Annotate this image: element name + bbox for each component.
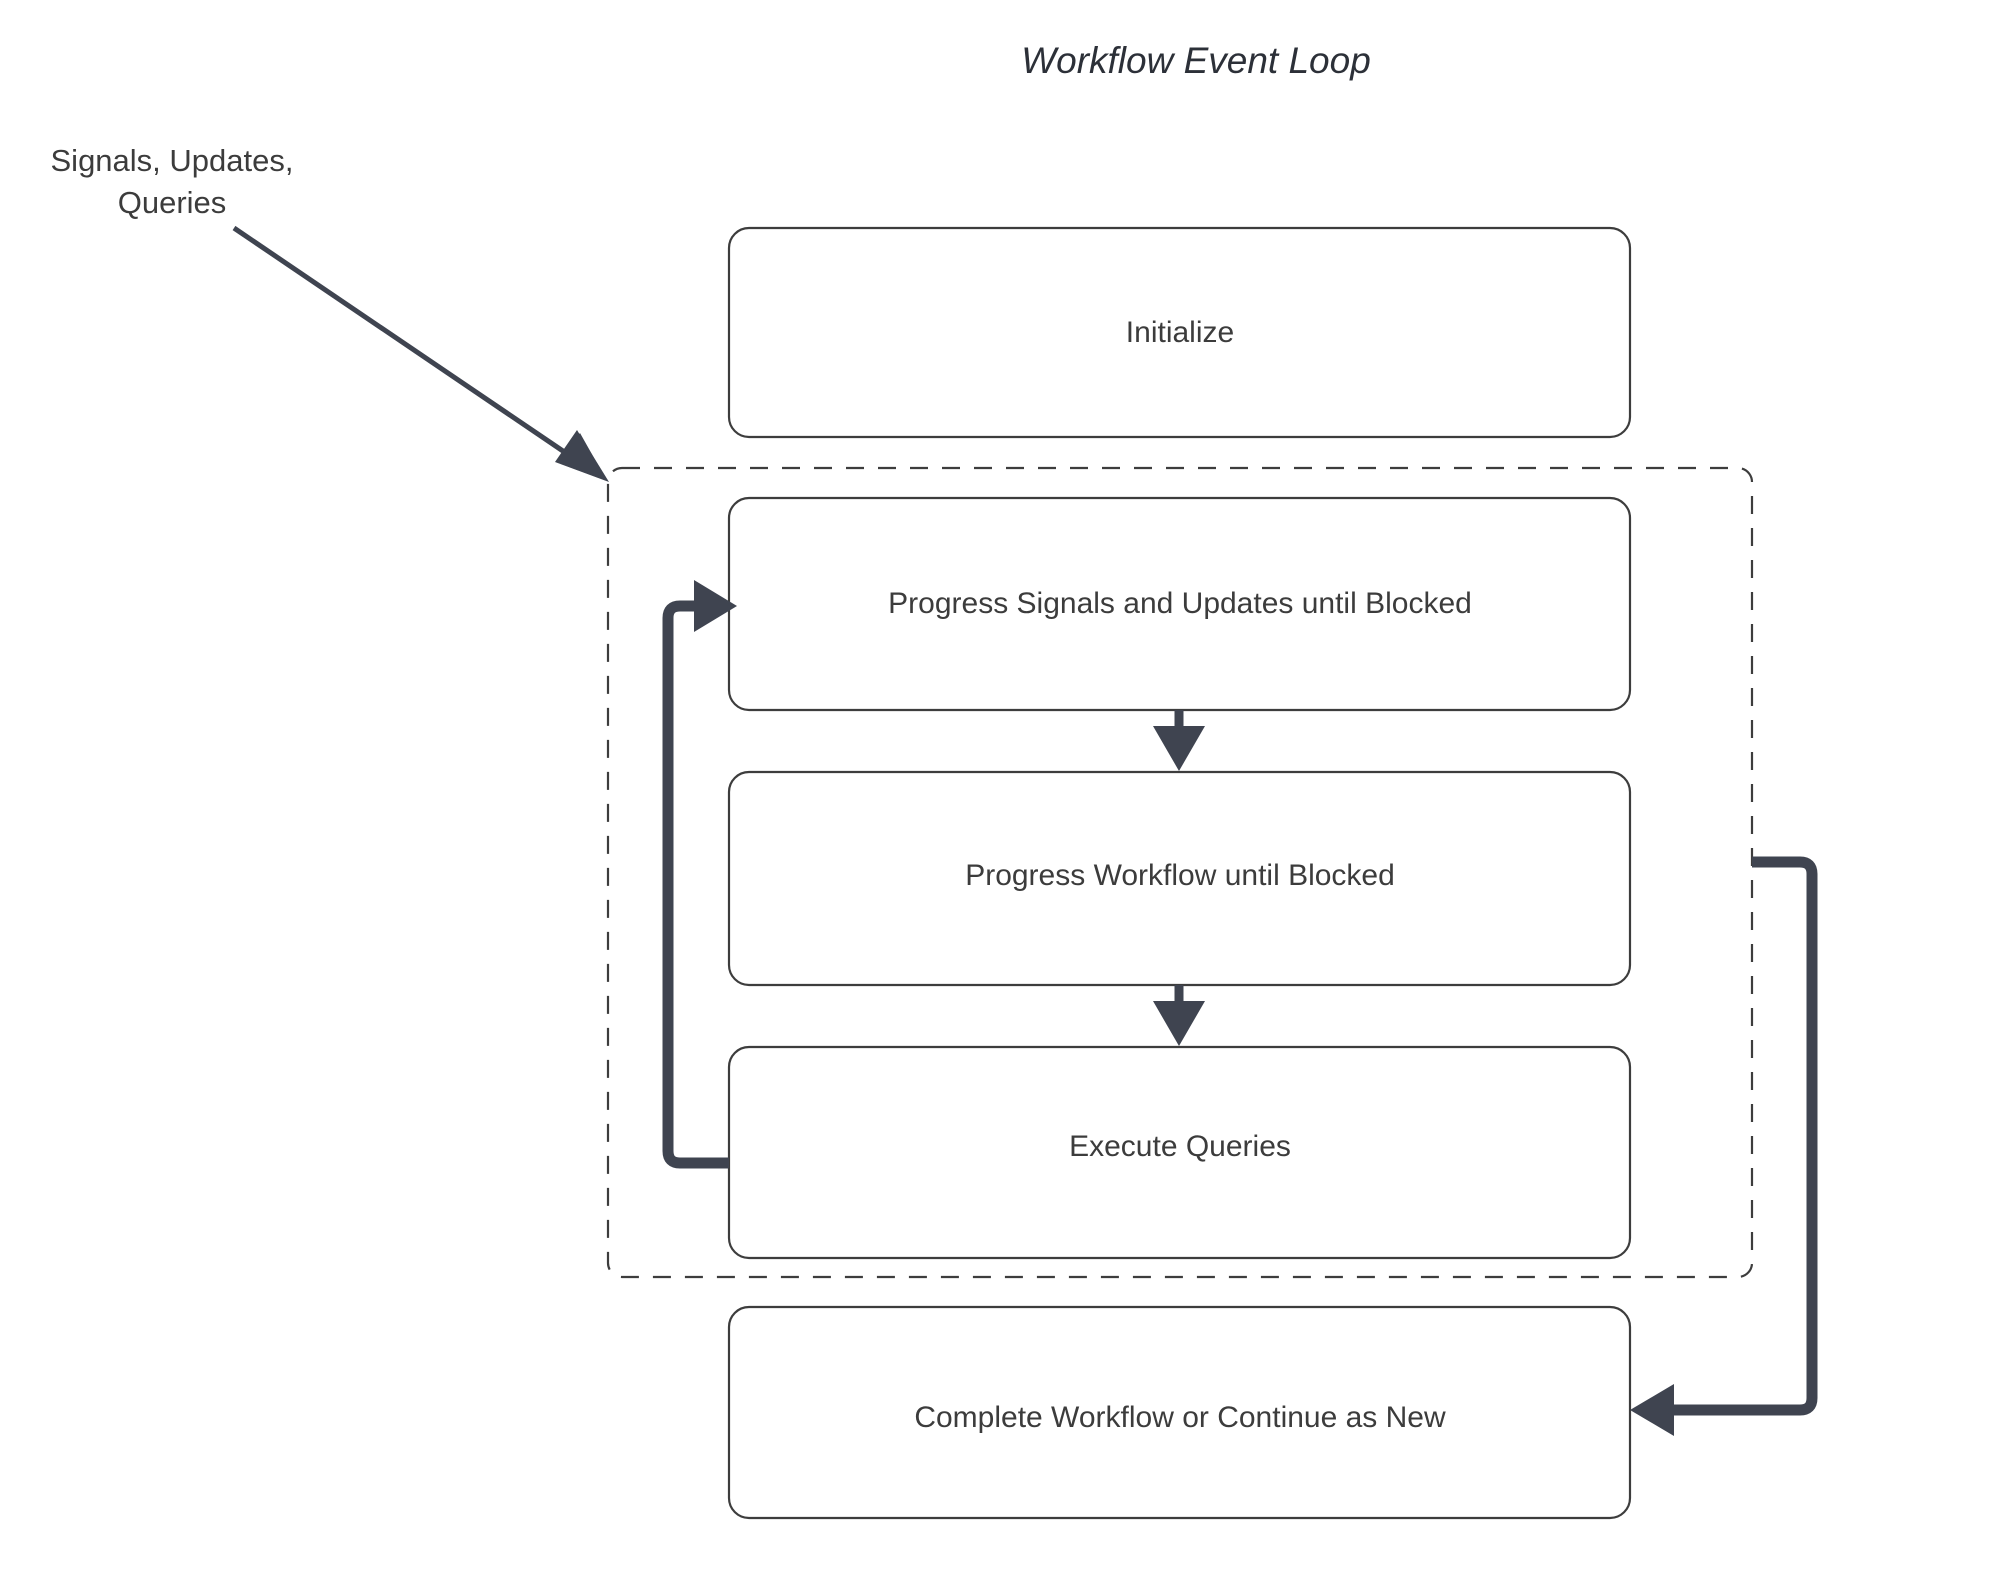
arrow-head-icon xyxy=(1153,726,1205,771)
node-progress-workflow-label: Progress Workflow until Blocked xyxy=(965,859,1395,892)
node-initialize[interactable]: Initialize xyxy=(727,226,1632,439)
arrow-head-icon xyxy=(1630,1384,1674,1436)
node-execute-queries-label: Execute Queries xyxy=(1069,1130,1291,1163)
external-input-label-line2: Queries xyxy=(118,185,227,220)
edge-external-input-to-event-loop xyxy=(232,225,609,482)
node-complete-workflow-label: Complete Workflow or Continue as New xyxy=(914,1401,1446,1434)
node-initialize-shape xyxy=(727,226,1632,439)
edge-event-loop-to-complete-workflow xyxy=(1630,856,1818,1436)
arrow-head-icon xyxy=(555,430,609,482)
node-initialize-label: Initialize xyxy=(1126,316,1234,349)
edge-progress-workflow-to-execute-queries xyxy=(1153,985,1205,1046)
node-execute-queries-shape xyxy=(727,1045,1632,1260)
node-complete-workflow-shape xyxy=(727,1305,1632,1520)
page-title: Workflow Event Loop xyxy=(1021,40,1371,81)
edge-execute-queries-to-progress-signals xyxy=(662,580,737,1169)
node-progress-signals-label: Progress Signals and Updates until Block… xyxy=(888,587,1472,620)
node-complete-workflow[interactable]: Complete Workflow or Continue as New xyxy=(727,1305,1632,1520)
edge-progress-signals-to-progress-workflow xyxy=(1153,710,1205,771)
external-input-label-line1: Signals, Updates, xyxy=(51,143,294,178)
arrow-head-icon xyxy=(1153,1001,1205,1046)
arrow-head-icon xyxy=(694,580,737,632)
node-progress-signals[interactable]: Progress Signals and Updates until Block… xyxy=(727,496,1632,712)
node-execute-queries[interactable]: Execute Queries xyxy=(727,1045,1632,1260)
event-loop-group-container xyxy=(606,466,1754,1279)
node-progress-workflow[interactable]: Progress Workflow until Blocked xyxy=(727,770,1632,987)
